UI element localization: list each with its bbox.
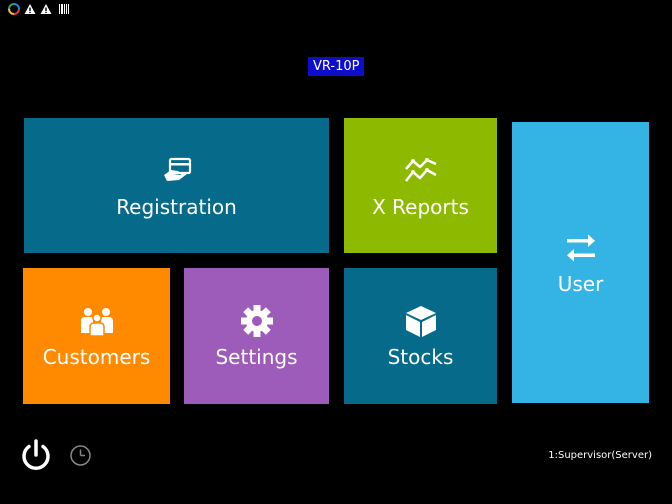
trend-lines-icon [404,157,437,182]
stocks-label: Stocks [387,345,454,369]
swap-arrows-icon [566,234,595,261]
app-title: VR-10P [308,57,365,76]
gear-icon [240,305,273,337]
clock-icon[interactable] [69,444,92,467]
card-in-hand-icon [163,157,191,181]
customers-label: Customers [42,345,151,369]
registration-label: Registration [116,194,237,219]
people-group-icon [80,308,113,337]
status-bar [0,0,672,18]
stocks-tile[interactable]: Stocks [344,268,497,404]
customers-tile[interactable]: Customers [23,268,170,404]
warning-icon [24,4,36,14]
user-status: 1:Supervisor(Server) [548,450,652,461]
x-reports-label: X Reports [372,194,469,219]
user-label: User [557,271,604,296]
google-pinwheel-icon [8,3,20,15]
user-tile[interactable]: User [512,122,649,403]
warning-icon [40,4,52,14]
box-icon [405,306,436,337]
settings-tile[interactable]: Settings [184,268,329,404]
x-reports-tile[interactable]: X Reports [344,118,497,253]
registration-tile[interactable]: Registration [24,118,329,253]
barcode-icon [59,4,69,14]
power-icon[interactable] [19,438,53,474]
settings-label: Settings [215,345,298,369]
